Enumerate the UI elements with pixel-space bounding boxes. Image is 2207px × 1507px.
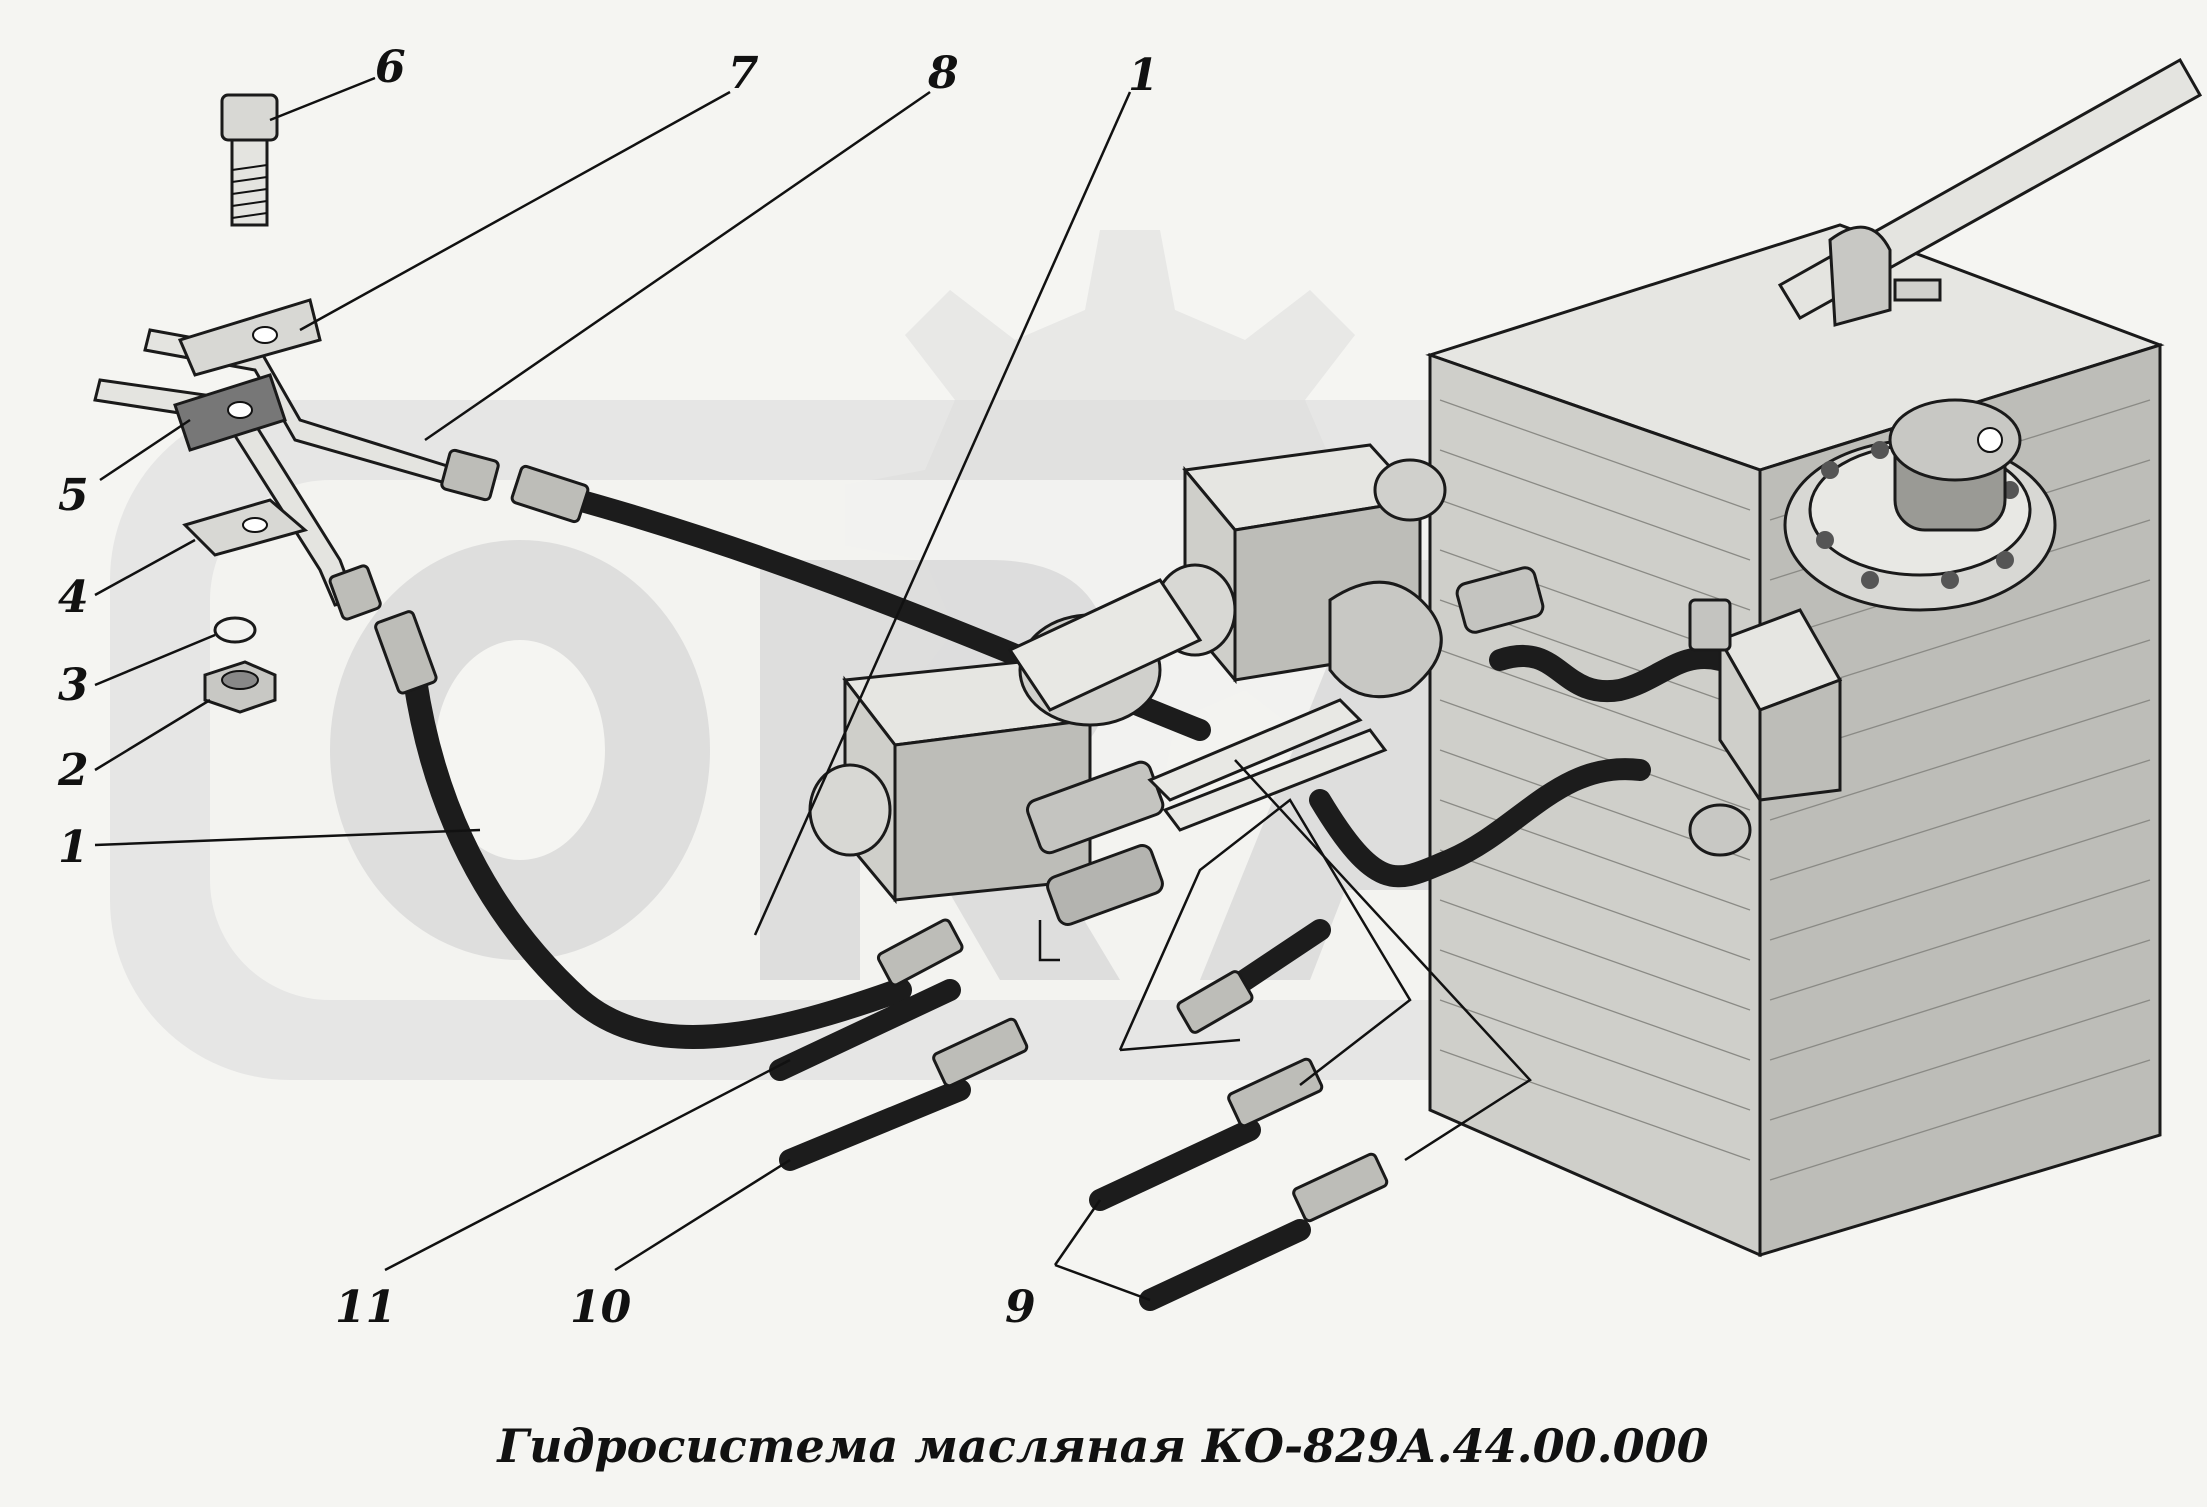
callout-9: 9 xyxy=(1005,1282,1036,1333)
nut-2 xyxy=(203,660,277,714)
valve-block-right xyxy=(1153,443,1545,699)
callout-8: 8 xyxy=(927,48,959,99)
callout-7: 7 xyxy=(728,48,759,99)
callout-6: 6 xyxy=(375,42,406,93)
callout-labels: 6 7 8 1 5 4 3 2 1 11 10 9 xyxy=(57,42,1159,1333)
overhead-pipe xyxy=(1777,57,2203,327)
callout-1-left: 1 xyxy=(58,822,89,873)
hoses xyxy=(374,464,1731,1311)
hose-9-a xyxy=(1089,1119,1261,1211)
callout-2: 2 xyxy=(57,745,89,796)
callout-4: 4 xyxy=(58,572,89,623)
washer-3 xyxy=(213,616,257,644)
hose-10 xyxy=(779,1079,971,1171)
callout-11: 11 xyxy=(335,1282,396,1333)
callout-5: 5 xyxy=(58,470,89,521)
callout-10: 10 xyxy=(570,1282,632,1333)
central-cylinder xyxy=(1007,578,1388,832)
callout-1-top: 1 xyxy=(1128,50,1159,101)
bolt-6 xyxy=(220,93,279,227)
callout-3: 3 xyxy=(58,660,89,711)
leader-lines xyxy=(94,76,1532,1302)
hose-9-b xyxy=(1139,1219,1311,1311)
bracket-7 xyxy=(177,298,322,377)
figure-caption: Гидросистема масляная КО-829А.44.00.000 xyxy=(495,1419,1708,1473)
hose-1-loop xyxy=(403,668,912,1049)
left-pipe-assembly xyxy=(93,298,500,621)
hose-11 xyxy=(769,979,961,1081)
filter-assembly xyxy=(1688,598,1843,857)
